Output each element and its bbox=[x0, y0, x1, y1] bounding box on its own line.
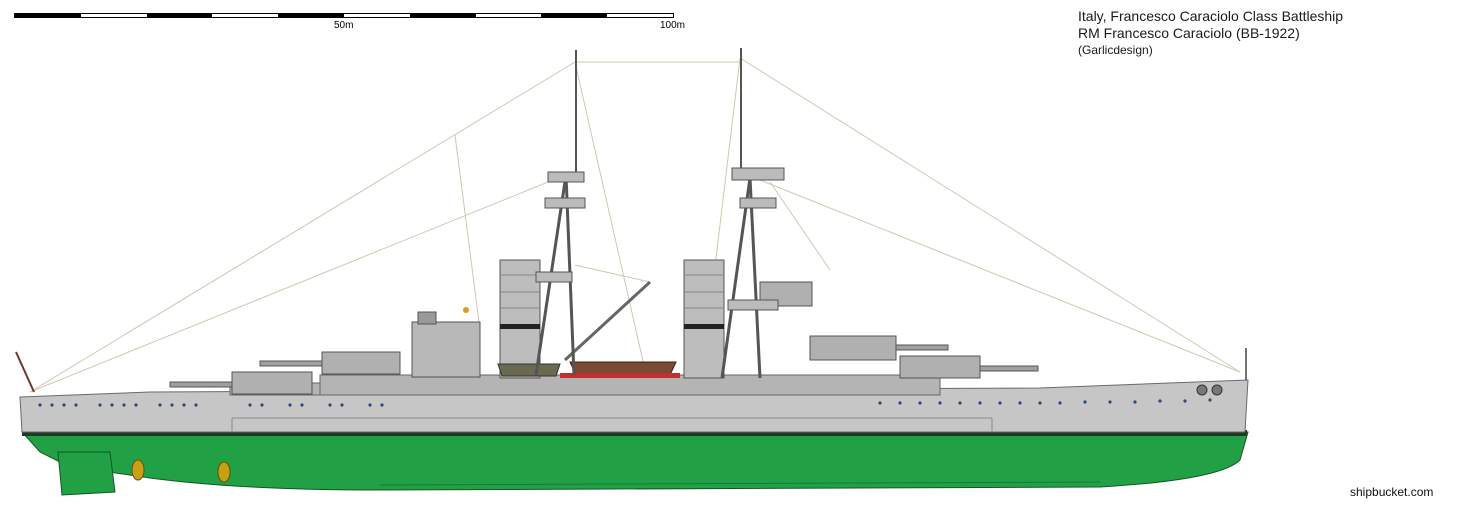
stern-jackstaff bbox=[15, 351, 35, 393]
boot-topping-stripe bbox=[22, 430, 1247, 436]
forward-mast bbox=[720, 48, 813, 379]
site-credit: shipbucket.com bbox=[1350, 485, 1434, 499]
title-block: Italy, Francesco Caraciolo Class Battles… bbox=[1078, 8, 1343, 58]
boat-crane bbox=[563, 280, 652, 362]
propeller-aft bbox=[131, 459, 145, 481]
underwater-hull bbox=[20, 431, 1249, 491]
ship-name-title: RM Francesco Caraciolo (BB-1922) bbox=[1078, 25, 1300, 41]
forward-turret-upper bbox=[809, 335, 949, 361]
rudder bbox=[57, 451, 116, 496]
aft-mast bbox=[534, 50, 586, 376]
aft-turret-lower bbox=[169, 371, 313, 395]
aft-bridge-lamp bbox=[463, 307, 469, 313]
forward-turret-lower bbox=[899, 355, 1039, 379]
author-credit: (Garlicdesign) bbox=[1078, 43, 1153, 57]
scale-label-50m: 50m bbox=[334, 20, 354, 31]
forward-funnel bbox=[683, 259, 725, 379]
ship-class-title: Italy, Francesco Caraciolo Class Battles… bbox=[1078, 8, 1344, 24]
hawse-hole-1 bbox=[1196, 384, 1208, 396]
aft-funnel bbox=[499, 259, 541, 379]
aft-bridge bbox=[411, 321, 481, 378]
hawse-hole-2 bbox=[1211, 384, 1223, 396]
scale-bar bbox=[14, 13, 674, 18]
ships-boat-aft bbox=[497, 363, 561, 377]
rigging-lines bbox=[29, 57, 1241, 393]
aft-turret-upper bbox=[259, 351, 401, 375]
scale-label-100m: 100m bbox=[660, 20, 686, 31]
portholes bbox=[38, 398, 1212, 407]
propeller-forward bbox=[217, 461, 231, 483]
